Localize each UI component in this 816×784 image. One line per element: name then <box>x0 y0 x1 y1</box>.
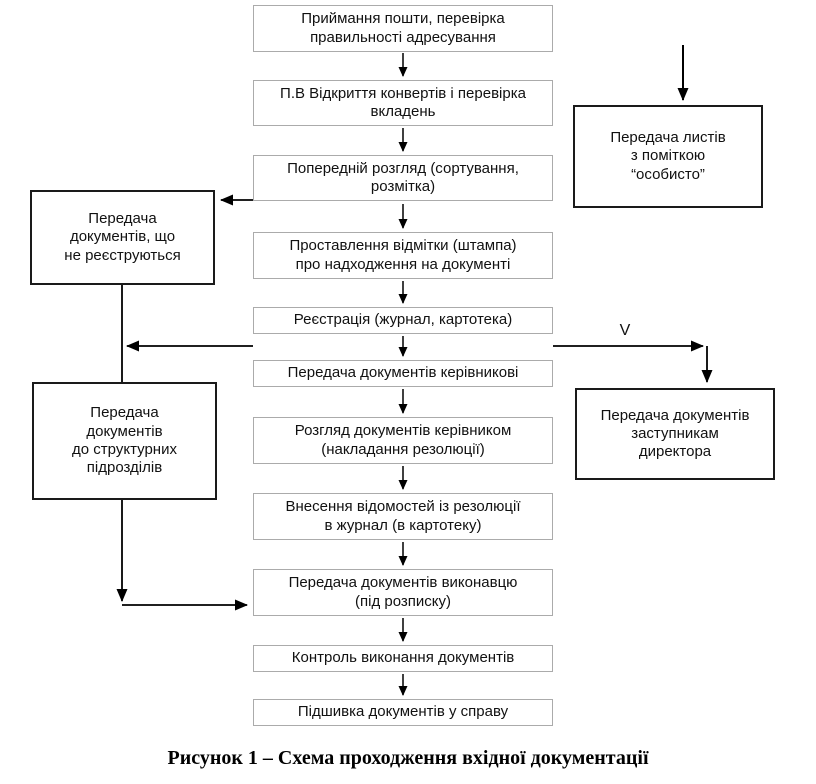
flow-node-personal-letters: Передача листів з поміткою “особисто” <box>573 105 763 208</box>
flow-node-manager-review: Розгляд документів керівником (накладанн… <box>253 417 553 464</box>
flow-node-execution-control: Контроль виконання документів <box>253 645 553 672</box>
flow-node-open-envelopes: П.В Відкриття конвертів і перевірка вкла… <box>253 80 553 126</box>
branch-label-v: V <box>619 322 631 339</box>
flow-node-structural-units: Передача документів до структурних підро… <box>32 382 217 500</box>
figure-caption: Рисунок 1 – Схема проходження вхідної до… <box>167 747 649 769</box>
flow-node-mail-reception: Приймання пошти, перевірка правильності … <box>253 5 553 52</box>
flow-node-preliminary-review: Попередній розгляд (сортування, розмітка… <box>253 155 553 201</box>
flow-node-filing: Підшивка документів у справу <box>253 699 553 726</box>
flow-node-deputy-director: Передача документів заступникам директор… <box>575 388 775 480</box>
flow-node-stamp-mark: Проставлення відмітки (штампа) про надхо… <box>253 232 553 279</box>
flow-node-resolution-entry: Внесення відомостей із резолюції в журна… <box>253 493 553 540</box>
flow-node-registration: Реєстрація (журнал, картотека) <box>253 307 553 334</box>
flow-node-unregistered-documents: Передача документів, що не реєструються <box>30 190 215 285</box>
flow-node-to-manager: Передача документів керівникові <box>253 360 553 387</box>
flow-node-to-executor: Передача документів виконавцю (під розпи… <box>253 569 553 616</box>
